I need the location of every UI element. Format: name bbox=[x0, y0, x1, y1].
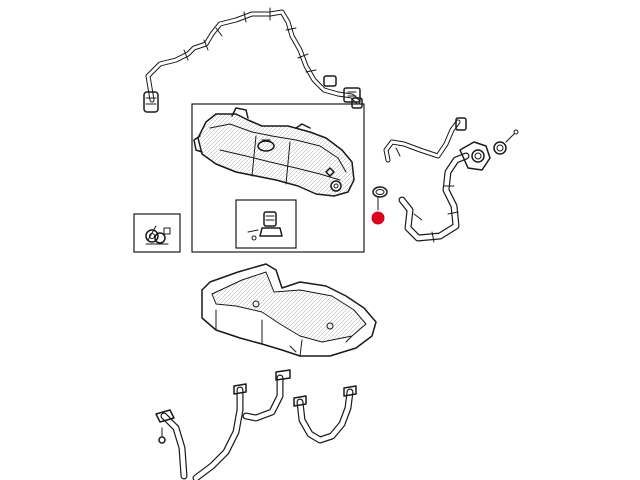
fuel-sender-detail[interactable] bbox=[247, 211, 283, 241]
tank-strap-2[interactable] bbox=[192, 369, 291, 480]
fuel-pump-module-box bbox=[133, 213, 181, 253]
lock-ring[interactable] bbox=[372, 186, 388, 211]
evap-harness-line[interactable] bbox=[143, 7, 363, 113]
strap-bolt[interactable] bbox=[158, 427, 166, 444]
fuel-tank-body[interactable] bbox=[193, 107, 355, 197]
fuel-sender-detail-box bbox=[235, 199, 297, 249]
gas-cap[interactable] bbox=[493, 129, 519, 155]
highlight-marker-dot[interactable] bbox=[371, 211, 385, 225]
tank-strap-1[interactable] bbox=[155, 409, 188, 480]
filler-neck-vent-hose[interactable] bbox=[383, 117, 467, 163]
filler-hose[interactable] bbox=[398, 141, 491, 243]
tank-strap-3[interactable] bbox=[293, 385, 357, 444]
skid-plate[interactable] bbox=[201, 263, 377, 357]
fuel-pump-module-detail[interactable] bbox=[145, 225, 171, 245]
fuel-tank-module-box bbox=[191, 103, 365, 253]
